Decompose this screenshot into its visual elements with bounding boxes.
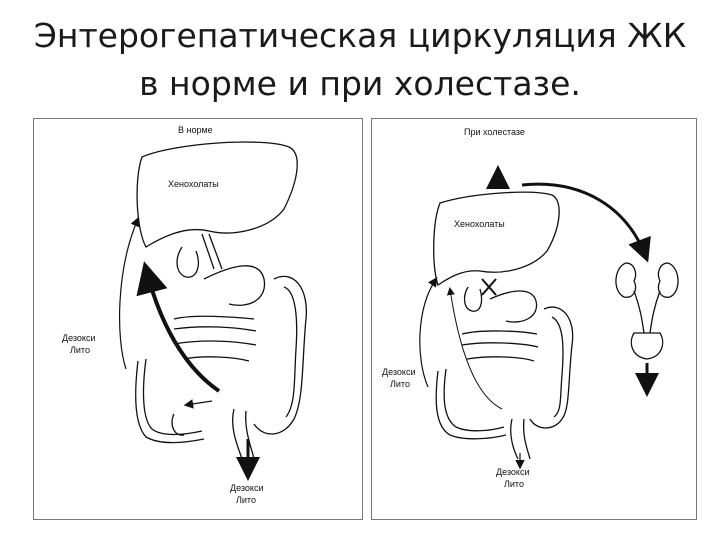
left-side-label-2: Лито [70,345,90,355]
ureters [633,290,661,334]
normal-circulation-diagram: В норме Хенохолаты Дезокси Лито Дезокси … [62,125,308,505]
intestine-arrow [183,399,213,409]
small-intestine [461,330,539,362]
bile-duct [201,233,223,270]
left-liver-label: Хенохолаты [168,179,219,189]
right-liver-label: Хенохолаты [454,219,505,229]
liver [433,191,560,287]
blocked-duct-mark [481,278,497,296]
rectum [510,418,531,460]
cholestasis-panel: При холестазе Хенохолаты Дезокси Лито Де… [371,118,697,520]
colon [435,368,507,440]
left-bottom-label-2: Лито [236,495,256,505]
right-bottom-label-2: Лито [504,479,524,489]
rectum [232,408,255,460]
portal-return-arrow [446,287,503,410]
descending-colon [253,275,308,435]
descending-colon [529,306,574,429]
left-bottom-label-1: Дезокси [230,483,264,493]
slide-title-line1: Энтерогепатическая циркуляция ЖК [33,16,687,55]
cholestasis-diagram: При холестазе Хенохолаты Дезокси Лито Де… [382,127,679,489]
right-bottom-label-1: Дезокси [496,467,530,477]
liver [136,141,298,248]
right-side-label-1: Дезокси [382,367,416,377]
colon [134,358,205,444]
portal-return-arrow [136,261,221,393]
deoxy-litho-return-arrow [419,277,438,388]
gallbladder [463,286,483,312]
deoxy-litho-return-arrow [118,216,140,370]
appendix [171,413,185,436]
duodenum [203,265,266,306]
small-intestine [173,315,257,362]
slide-title: Энтерогепатическая циркуляция ЖК в норме… [0,12,720,108]
slide-title-line2: в норме и при холестазе. [139,64,581,103]
left-kidney [615,262,637,298]
right-side-label-2: Лито [390,379,410,389]
normal-circulation-panel: В норме Хенохолаты Дезокси Лито Дезокси … [33,118,363,520]
bladder [630,332,664,360]
right-kidney [657,262,679,298]
duodenum [489,290,538,323]
gallbladder [176,246,200,278]
left-side-label-1: Дезокси [62,333,96,343]
right-heading: При холестазе [464,127,525,137]
left-heading: В норме [178,125,213,135]
renal-excretion-arrow [521,182,651,263]
